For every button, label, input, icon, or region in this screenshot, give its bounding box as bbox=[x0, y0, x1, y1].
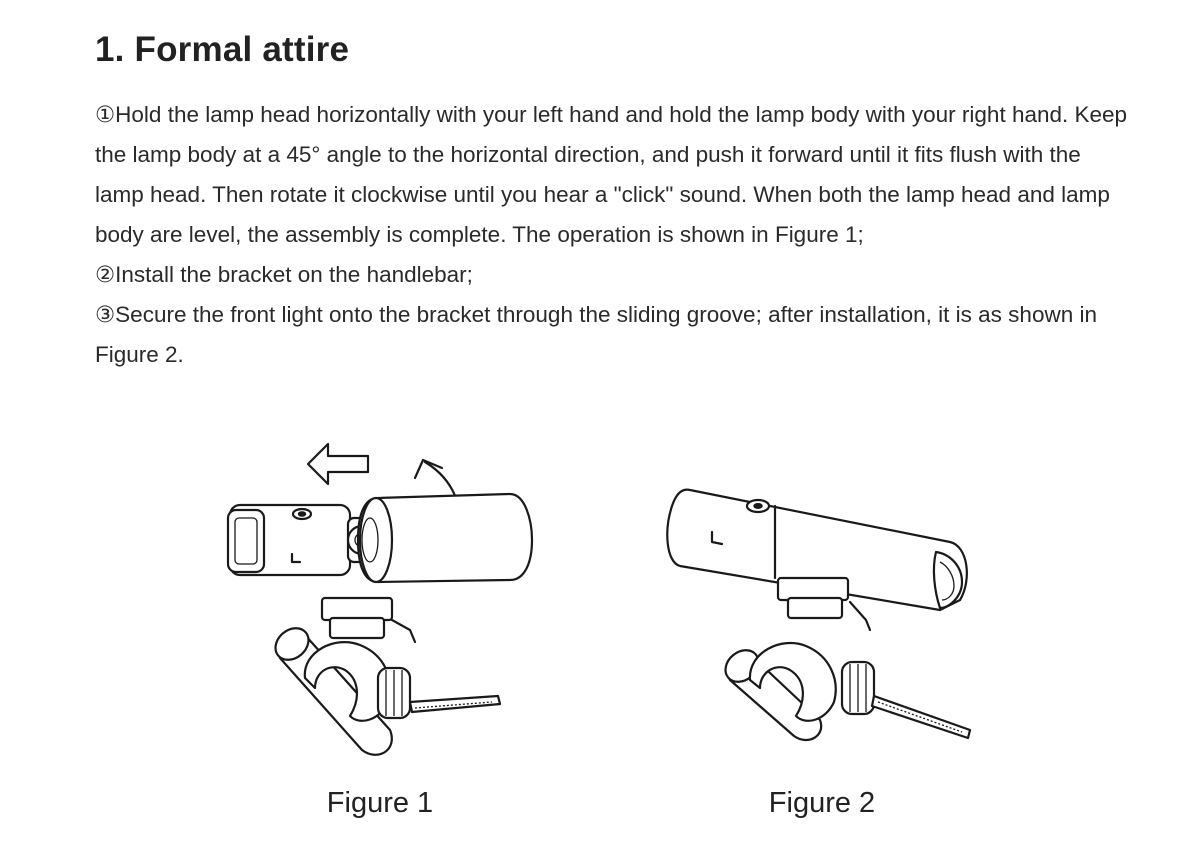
figure-1 bbox=[210, 430, 550, 770]
step-3-text: ③Secure the front light onto the bracket… bbox=[95, 302, 1097, 367]
figure-2 bbox=[650, 470, 990, 770]
lamp-assembly-illustration-icon bbox=[226, 442, 534, 756]
step-1-text: ①Hold the lamp head horizontally with yo… bbox=[95, 102, 1128, 247]
push-arrow-icon bbox=[306, 442, 370, 486]
figure-2-caption: Figure 2 bbox=[768, 787, 876, 819]
page-title: 1. Formal attire bbox=[95, 30, 350, 69]
instructions: ①Hold the lamp head horizontally with yo… bbox=[95, 95, 1135, 375]
step-2-text: ②Install the bracket on the handlebar; bbox=[95, 262, 473, 287]
lamp-mounted-illustration-icon bbox=[666, 488, 972, 742]
figure-1-caption: Figure 1 bbox=[326, 787, 434, 819]
